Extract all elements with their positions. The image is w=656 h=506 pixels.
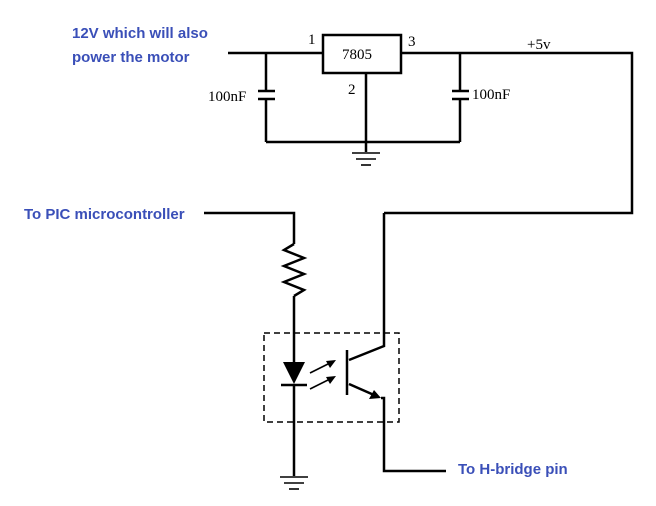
- left-cap-label: 100nF: [208, 89, 246, 105]
- emitter-output-wire: [381, 396, 446, 473]
- collector-wire: [348, 213, 386, 362]
- pin2-label: 2: [348, 82, 356, 98]
- supply-label-line1: 12V which will also: [72, 25, 208, 42]
- light-arrows: [309, 360, 336, 390]
- pin1-label: 1: [308, 32, 316, 48]
- output-rail: [384, 51, 634, 215]
- supply-label-line2: power the motor: [72, 49, 190, 66]
- hbridge-label: To H-bridge pin: [458, 461, 568, 478]
- pic-input-wire: [204, 211, 296, 244]
- optocoupler-package: [263, 332, 400, 423]
- pin3-label: 3: [408, 34, 416, 50]
- ground-symbol-top: [352, 152, 380, 166]
- led-triangle: [283, 362, 305, 384]
- regulator-label: 7805: [342, 47, 372, 63]
- pic-label: To PIC microcontroller: [24, 206, 185, 223]
- emitter-arrow: [369, 390, 381, 399]
- emitter-lead: [348, 382, 375, 397]
- right-cap-label: 100nF: [472, 87, 510, 103]
- ground-symbol-bottom: [280, 476, 308, 490]
- vout-label: +5v: [527, 37, 551, 53]
- resistor: [280, 242, 308, 298]
